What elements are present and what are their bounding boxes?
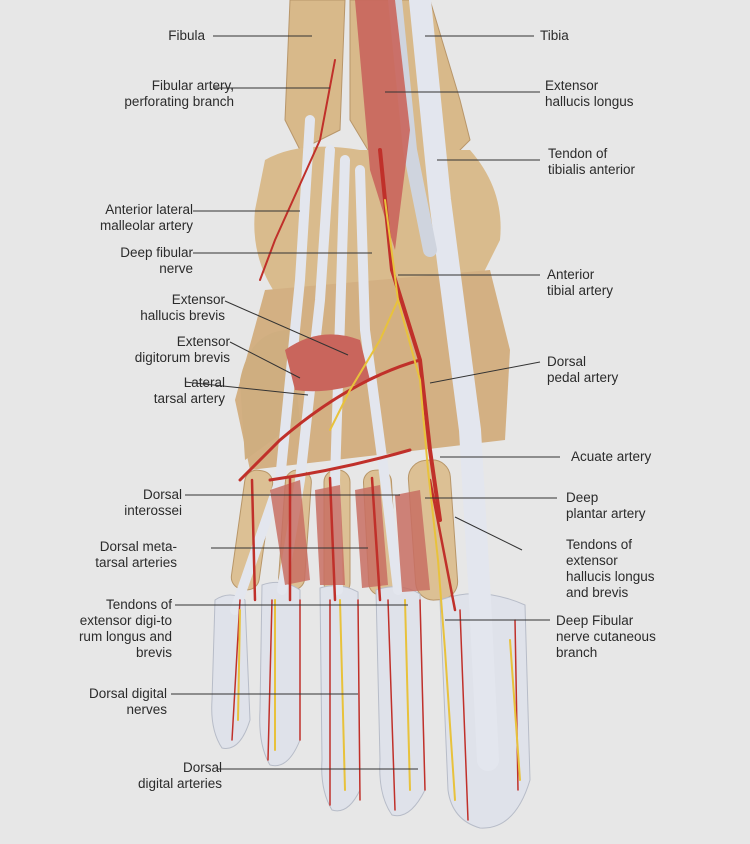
label-anterior-lateral-malleolar-artery: Anterior lateral malleolar artery xyxy=(99,202,193,233)
label-fibular-artery: Fibular artery, perforating branch xyxy=(124,78,234,109)
leader-dorsal-pedal xyxy=(429,361,541,384)
leader-ext-hallucis-brevis xyxy=(224,300,349,356)
label-tibia: Tibia xyxy=(540,28,569,43)
leader-tendons-ext-hallucis xyxy=(454,516,523,551)
label-dorsal-digital-arteries: Dorsal digital arteries xyxy=(137,760,222,791)
label-anterior-tibial-artery: Anterior tibial artery xyxy=(547,267,614,298)
leader-ext-digitorum-brevis xyxy=(229,341,301,379)
label-extensor-hallucis-longus: Extensor hallucis longus xyxy=(545,78,634,109)
muscles xyxy=(270,0,430,592)
interossei-muscles xyxy=(270,480,430,592)
fibula-bone xyxy=(284,0,346,151)
label-dorsal-interossei: Dorsal interossei xyxy=(124,487,182,518)
extensor-digitorum-brevis-muscle xyxy=(285,334,370,392)
nerves xyxy=(237,199,521,801)
label-dorsal-digital-nerves: Dorsal digital nerves xyxy=(88,686,167,717)
leader-lateral-tarsal xyxy=(184,381,309,396)
leader-lines xyxy=(171,35,560,770)
label-extensor-hallucis-brevis: Extensor hallucis brevis xyxy=(140,292,225,323)
label-extensor-digitorum-brevis: Extensor digitorum brevis xyxy=(134,334,230,365)
label-acuate-artery: Acuate artery xyxy=(571,449,652,464)
label-deep-fibular-cutaneous-branch: Deep Fibular nerve cutaneous branch xyxy=(556,613,656,660)
extensor-hallucis-longus-muscle xyxy=(355,0,410,250)
label-tendon-tibialis-anterior: Tendon of tibialis anterior xyxy=(548,146,636,177)
label-dorsal-pedal-artery: Dorsal pedal artery xyxy=(547,354,619,385)
label-deep-plantar-artery: Deep plantar artery xyxy=(566,490,646,521)
label-fibula: Fibula xyxy=(168,28,205,43)
label-deep-fibular-nerve: Deep fibular nerve xyxy=(120,245,193,276)
label-tendons-extensor-hallucis: Tendons of extensor hallucis longus and … xyxy=(566,537,655,600)
arteries xyxy=(231,59,519,821)
label-tendons-extensor-digitorum: Tendons of extensor digi-to rum longus a… xyxy=(78,597,172,660)
label-lateral-tarsal-artery: Lateral tarsal artery xyxy=(153,375,225,406)
label-dorsal-metatarsal-arteries: Dorsal meta- tarsal arteries xyxy=(95,539,177,570)
